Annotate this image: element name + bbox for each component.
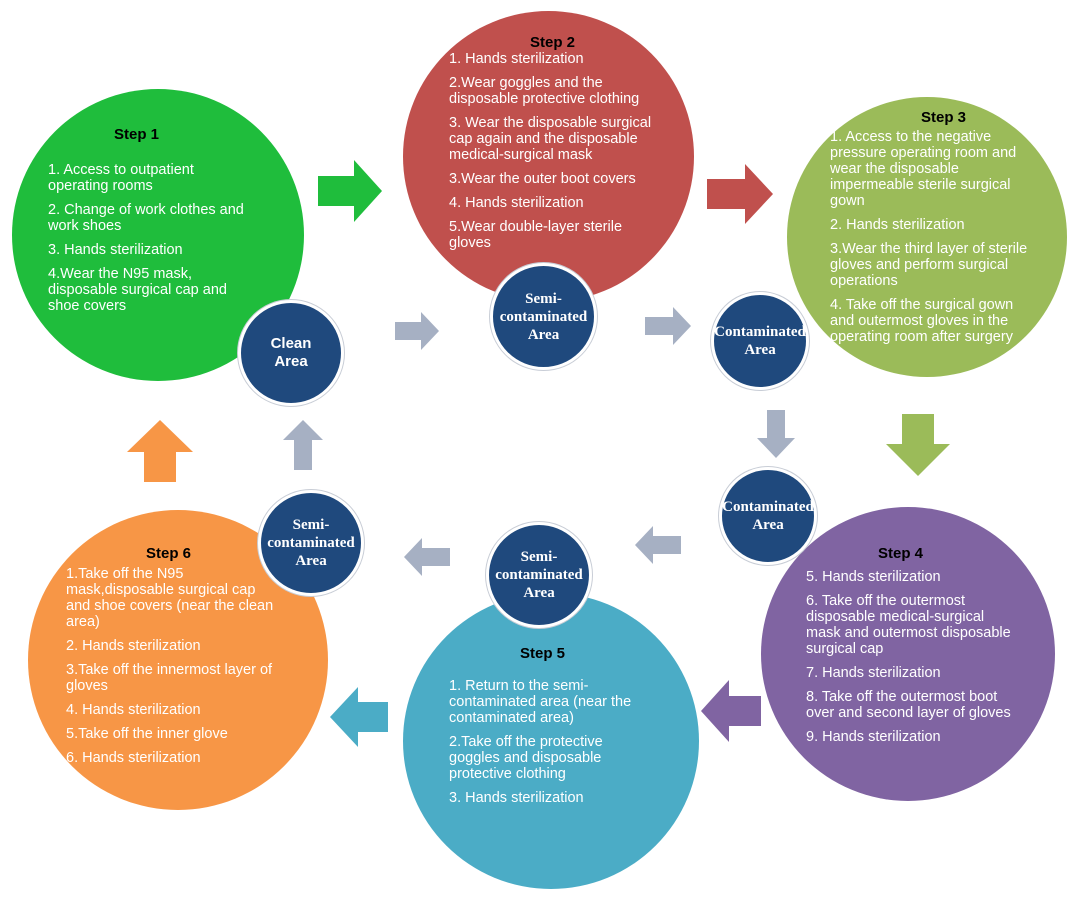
step5-circle bbox=[403, 593, 699, 889]
contaminated-to-semi-arrow bbox=[635, 526, 681, 564]
step3-item: 4. Take off the surgical gown and outerm… bbox=[830, 297, 1014, 345]
area-contaminated-top: Contaminated Area bbox=[711, 292, 809, 390]
step6-item: 1.Take off the N95 mask,disposable surgi… bbox=[66, 566, 274, 630]
step3-item: 3.Wear the third layer of sterile gloves… bbox=[830, 241, 1028, 289]
step1-item: 4.Wear the N95 mask, disposable surgical… bbox=[48, 266, 227, 314]
step1-to-step2-arrow bbox=[318, 160, 382, 222]
step6-item: 4. Hands sterilization bbox=[66, 702, 201, 718]
step1-item: 2. Change of work clothes and work shoes bbox=[48, 202, 244, 234]
step1-text: 1. Access to outpatient operating rooms … bbox=[48, 162, 253, 322]
step2-item: 1. Hands sterilization bbox=[449, 51, 584, 67]
area-clean: Clean Area bbox=[238, 300, 344, 406]
step1-item: 3. Hands sterilization bbox=[48, 242, 183, 258]
step4-item: 8. Take off the outermost boot over and … bbox=[806, 689, 1011, 721]
step4-text: 5. Hands sterilization 6. Take off the o… bbox=[806, 569, 1018, 753]
step4-item: 9. Hands sterilization bbox=[806, 729, 941, 745]
step4-item: 7. Hands sterilization bbox=[806, 665, 941, 681]
semi-to-clean-up-arrow bbox=[283, 420, 323, 470]
step6-item: 2. Hands sterilization bbox=[66, 638, 201, 654]
contaminated-down-arrow bbox=[757, 410, 795, 458]
step6-text: 1.Take off the N95 mask,disposable surgi… bbox=[66, 566, 281, 774]
step1-item: 1. Access to outpatient operating rooms bbox=[48, 162, 194, 194]
step5-text: 1. Return to the semi-contaminated area … bbox=[449, 678, 654, 814]
step3-title: Step 3 bbox=[921, 109, 967, 126]
step3-to-step4-arrow bbox=[886, 414, 950, 476]
step2-item: 3. Wear the disposable surgical cap agai… bbox=[449, 115, 652, 163]
step2-item: 5.Wear double-layer sterile gloves bbox=[449, 219, 623, 251]
step6-item: 6. Hands sterilization bbox=[66, 750, 201, 766]
step2-title: Step 2 bbox=[530, 34, 576, 51]
step3-text: 1. Access to the negative pressure opera… bbox=[830, 129, 1033, 353]
step3-item: 2. Hands sterilization bbox=[830, 217, 965, 233]
step4-item: 6. Take off the outermost disposable med… bbox=[806, 593, 1011, 657]
semi-to-contaminated-arrow bbox=[645, 307, 691, 345]
semi-to-semi-arrow bbox=[404, 538, 450, 576]
step6-item: 3.Take off the innermost layer of gloves bbox=[66, 662, 273, 694]
step4-to-step5-arrow bbox=[701, 680, 761, 742]
step2-item: 3.Wear the outer boot covers bbox=[449, 171, 636, 187]
step2-text: 1. Hands sterilization 2.Wear goggles an… bbox=[449, 51, 661, 259]
step3-circle bbox=[787, 97, 1067, 377]
step4-circle bbox=[761, 507, 1055, 801]
step4-item: 5. Hands sterilization bbox=[806, 569, 941, 585]
step2-item: 4. Hands sterilization bbox=[449, 195, 584, 211]
step5-item: 2.Take off the protective goggles and di… bbox=[449, 734, 603, 782]
area-semi-contaminated-bottom: Semi-contaminated Area bbox=[486, 522, 592, 628]
step5-item: 3. Hands sterilization bbox=[449, 790, 584, 806]
area-contaminated-bottom: Contaminated Area bbox=[719, 467, 817, 565]
step6-item: 5.Take off the inner glove bbox=[66, 726, 228, 742]
step5-item: 1. Return to the semi-contaminated area … bbox=[449, 678, 632, 726]
area-semi-contaminated-top: Semi-contaminated Area bbox=[490, 263, 597, 370]
step3-item: 1. Access to the negative pressure opera… bbox=[830, 129, 1017, 209]
step6-title: Step 6 bbox=[146, 545, 192, 562]
clean-to-semi-arrow bbox=[395, 312, 439, 350]
step2-item: 2.Wear goggles and the disposable protec… bbox=[449, 75, 640, 107]
step2-circle bbox=[403, 11, 694, 302]
area-semi-contaminated-left: Semi-contaminated Area bbox=[258, 490, 364, 596]
step1-title: Step 1 bbox=[114, 126, 160, 143]
step2-to-step3-arrow bbox=[707, 164, 773, 224]
step6-to-step1-arrow bbox=[127, 420, 193, 482]
step4-title: Step 4 bbox=[878, 545, 924, 562]
step5-title: Step 5 bbox=[520, 645, 566, 662]
step5-to-step6-arrow bbox=[330, 687, 388, 747]
